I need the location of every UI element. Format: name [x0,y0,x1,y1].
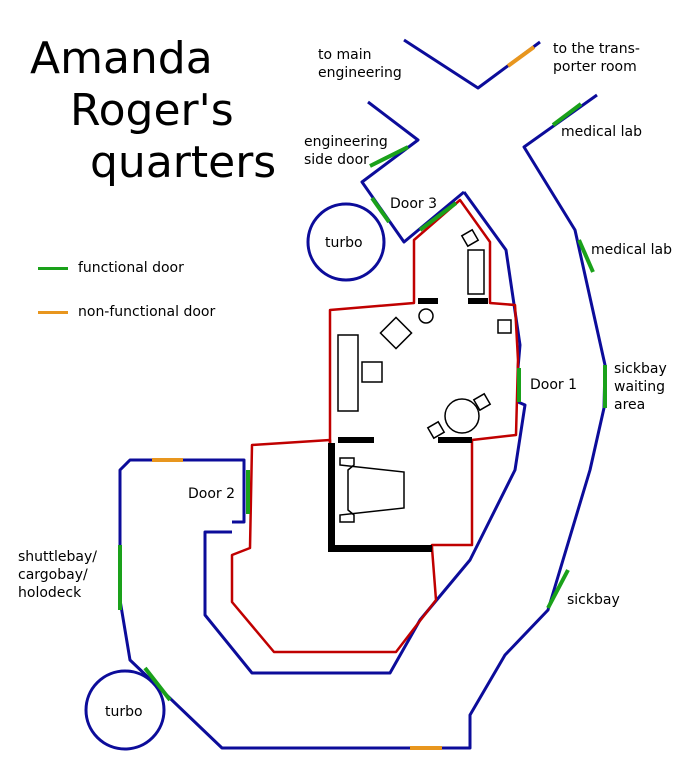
label-engineering-side-door: engineering side door [304,134,388,168]
partition-mid-left [338,437,374,443]
chair-table-top [472,392,492,412]
corner-box [497,319,512,334]
partition-right-door3 [468,298,488,304]
door-medical-lab-2 [577,239,595,273]
chair-table-left [426,420,446,440]
partition-vertical [328,443,335,551]
label-medical-lab-2: medical lab [591,242,672,258]
legend-nonfunctional-swatch [38,311,68,314]
title-line-3: quarters [90,137,277,188]
wall-main-engineering [403,38,541,90]
corridor-walls [84,38,607,751]
cabinet-diamond [379,316,413,350]
label-door3: Door 3 [390,196,438,212]
door-engineering-side [369,145,409,168]
label-transporter-room: to the trans- porter room [553,41,640,75]
door-transporter-nonfunctional [506,45,536,68]
label-sickbay: sickbay [567,592,620,608]
label-main-engineering: to main engineering [318,47,402,81]
label-shuttlebay: shuttlebay/ cargobay/ holodeck [18,549,97,601]
door-turbo-bottom [143,666,172,702]
legend-functional-label: functional door [78,260,184,276]
label-turbo-bottom: turbo [105,704,143,720]
doors [118,45,607,750]
label-door1: Door 1 [530,377,578,393]
wall-outer-right [118,93,607,750]
door-turbo-top [370,196,391,224]
bed [339,457,405,523]
legend-functional-swatch [38,267,68,270]
label-turbo-top: turbo [325,235,363,251]
chair-left [361,361,383,383]
quarters-room-upper [328,198,520,550]
turbo-bottom-shaft [84,669,166,751]
partition-bottom [328,545,432,552]
door-sickbay [546,569,570,609]
label-sickbay-waiting: sickbay waiting area [614,361,667,413]
shelf-box-small [460,228,480,248]
title-line-1: Amanda [30,33,213,84]
tall-shelf [467,249,485,295]
wall-inner-right [203,191,527,675]
round-table [444,398,480,434]
title-line-2: Roger's [70,85,234,136]
furniture [337,228,512,523]
legend-nonfunctional-label: non-functional door [78,304,216,320]
label-door2: Door 2 [188,486,236,502]
partition-mid-right [438,437,472,443]
partitions [328,298,488,552]
desk-left [337,334,359,412]
door-medical-lab-1 [551,102,583,127]
partition-left-door3 [418,298,438,304]
small-round-table [418,308,434,324]
turbo-top-shaft [306,202,386,282]
door-door3 [418,201,458,232]
label-medical-lab-1: medical lab [561,124,642,140]
